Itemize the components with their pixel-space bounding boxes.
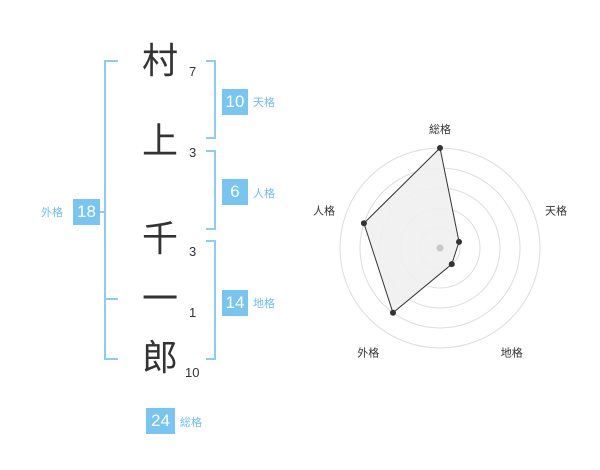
gaikaku-label: 外格 — [41, 206, 63, 219]
name-char-4: 一 — [141, 279, 178, 320]
radar-axis-label-2: 天格 — [545, 203, 567, 217]
name-char-1: 村 — [141, 41, 178, 82]
radar-center-dot — [436, 244, 444, 252]
radar-points — [360, 145, 463, 316]
radar-polygon — [363, 146, 460, 314]
name-char-2: 上 — [141, 121, 178, 162]
radar-axis-label-1: 総格 — [429, 122, 451, 136]
stroke-count-2: 3 — [189, 145, 197, 160]
radar-point-2 — [456, 238, 463, 245]
radar-point-4 — [389, 309, 396, 316]
jinkaku-badge: 6 — [222, 179, 248, 205]
stroke-count-4: 1 — [189, 305, 197, 320]
stroke-count-1: 7 — [189, 64, 197, 79]
chikaku-label: 地格 — [253, 297, 275, 310]
stroke-count-5: 10 — [185, 365, 200, 380]
soukaku-badge: 24 — [146, 408, 175, 434]
radar-point-3 — [448, 261, 455, 268]
soukaku-label: 総格 — [180, 416, 202, 429]
name-char-5: 郎 — [141, 338, 178, 379]
radar-point-1 — [437, 145, 443, 151]
tenkaku-badge: 10 — [222, 89, 248, 115]
chikaku-badge: 14 — [222, 290, 248, 316]
radar-axis-label-3: 地格 — [501, 346, 523, 360]
gaikaku-badge: 18 — [73, 199, 100, 225]
name-char-3: 千 — [141, 219, 178, 260]
stroke-count-3: 3 — [189, 244, 197, 259]
jinkaku-label: 人格 — [253, 187, 275, 200]
tenkaku-label: 天格 — [253, 96, 275, 109]
radar-axis-label-5: 人格 — [313, 203, 335, 217]
radar-axis-label-4: 外格 — [357, 346, 379, 360]
radar-point-5 — [360, 220, 367, 227]
